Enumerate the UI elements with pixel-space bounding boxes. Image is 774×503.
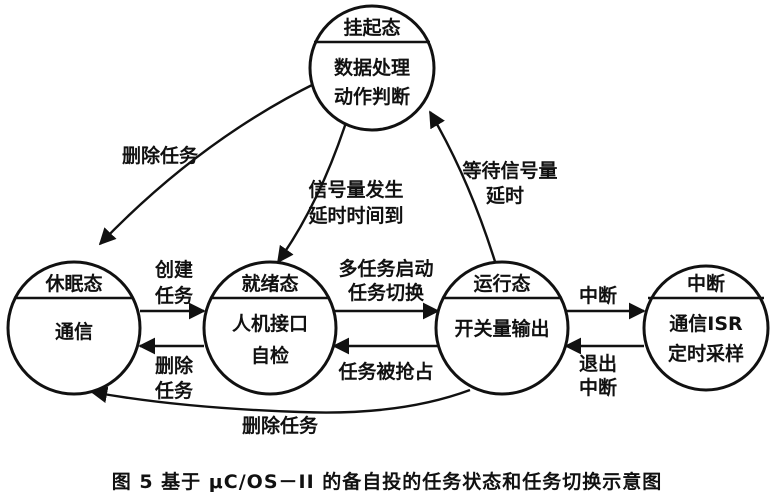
label-create-task-2: 任务 xyxy=(154,284,194,307)
state-interrupt-line2: 定时采样 xyxy=(668,342,744,365)
state-ready-title: 就绪态 xyxy=(241,272,298,295)
state-suspend-title: 挂起态 xyxy=(343,16,400,39)
state-interrupt-line1: 通信ISR xyxy=(669,312,743,335)
label-signal-occur-1: 信号量发生 xyxy=(308,178,403,201)
state-suspend: 挂起态 数据处理 动作判断 xyxy=(308,4,436,132)
state-interrupt-title: 中断 xyxy=(687,272,725,295)
state-interrupt: 中断 通信ISR 定时采样 xyxy=(642,264,770,392)
state-ready-line1: 人机接口 xyxy=(232,313,308,335)
label-delete-from-running: 删除任务 xyxy=(242,414,319,437)
edge-running-to-suspend xyxy=(428,110,499,269)
label-signal-occur-2: 延时时间到 xyxy=(307,205,403,227)
label-interrupt: 中断 xyxy=(579,284,617,307)
label-delete-ready-1: 删除 xyxy=(155,354,194,377)
edge-suspend-to-dormant xyxy=(98,80,319,246)
label-delete-from-suspend: 删除任务 xyxy=(122,144,199,167)
label-delete-ready-2: 任务 xyxy=(154,379,194,402)
state-ready-line2: 自检 xyxy=(251,344,289,367)
state-suspend-line2: 动作判断 xyxy=(334,85,410,108)
label-exit-interrupt-1: 退出 xyxy=(579,352,617,375)
label-preempted: 任务被抢占 xyxy=(337,360,433,383)
state-running: 运行态 开关量输出 xyxy=(434,260,570,396)
state-ready: 就绪态 人机接口 自检 xyxy=(202,260,338,396)
state-dormant-title: 休眠态 xyxy=(44,272,102,295)
label-multitask-start-2: 任务切换 xyxy=(347,281,425,304)
edges xyxy=(90,80,646,414)
edge-suspend-to-ready xyxy=(277,109,352,264)
figure-caption: 图 5 基于 μC/OS－II 的备自投的任务状态和任务切换示意图 xyxy=(112,470,663,493)
edge-running-to-dormant xyxy=(90,386,471,414)
edge-labels: 删除任务 信号量发生 延时时间到 等待信号量 延时 创建 任务 删除 任务 多任… xyxy=(122,144,617,437)
state-dormant-line1: 通信 xyxy=(55,320,93,343)
label-create-task-1: 创建 xyxy=(154,258,193,281)
state-dormant: 休眠态 通信 xyxy=(6,260,142,396)
label-multitask-start-1: 多任务启动 xyxy=(338,257,433,280)
state-suspend-line1: 数据处理 xyxy=(334,56,410,79)
state-running-title: 运行态 xyxy=(473,272,530,295)
label-wait-signal-1: 等待信号量 xyxy=(461,159,557,182)
state-running-line1: 开关量输出 xyxy=(454,317,549,340)
label-wait-signal-2: 延时 xyxy=(485,185,524,207)
label-exit-interrupt-2: 中断 xyxy=(579,376,617,399)
